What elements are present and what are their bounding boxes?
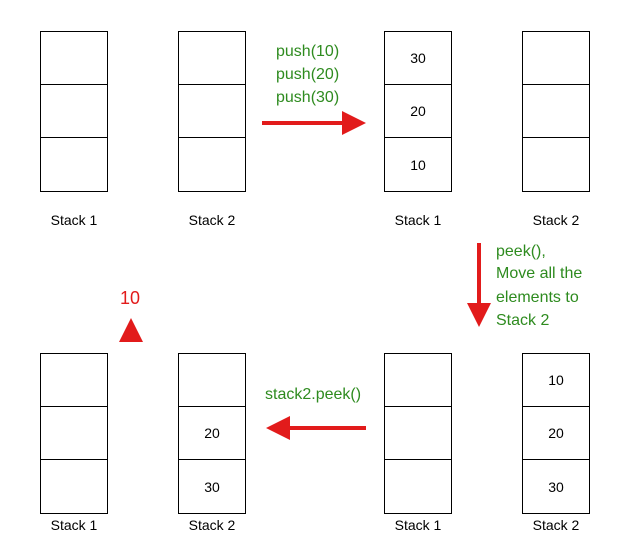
push-op: push(20) (276, 66, 340, 83)
peek-op: peek(), (496, 243, 546, 260)
stack2-label: Stack 2 (188, 212, 236, 228)
push-op: push(30) (276, 89, 340, 106)
bottom-right-stack2: 10 20 30 (522, 353, 590, 514)
stack-cell (41, 407, 107, 460)
stack-cell (523, 138, 589, 191)
bottom-left-stack2: 20 30 (178, 353, 246, 514)
stack-cell: 20 (179, 407, 245, 460)
stack-cell: 20 (385, 85, 451, 138)
stack-cell (523, 85, 589, 138)
stack-cell (41, 354, 107, 407)
stack-cell (179, 85, 245, 138)
stack1-label: Stack 1 (50, 517, 98, 533)
stack-cell (385, 354, 451, 407)
stack2-peek-op: stack2.peek() (265, 386, 362, 403)
peek-result: 10 (120, 288, 141, 308)
top-left-stack1 (40, 31, 108, 192)
stack-cell (385, 407, 451, 460)
peek-op: Stack 2 (496, 312, 550, 329)
stack-cell (41, 32, 107, 85)
push-op: push(10) (276, 43, 340, 60)
stack2-label: Stack 2 (532, 212, 580, 228)
stack-cell: 10 (523, 354, 589, 407)
stack-cell: 20 (523, 407, 589, 460)
stack1-label: Stack 1 (50, 212, 98, 228)
stack-cell (523, 32, 589, 85)
stack-cell (385, 460, 451, 513)
stack2-label: Stack 2 (532, 517, 580, 533)
stack1-label: Stack 1 (394, 517, 442, 533)
stack-cell (179, 138, 245, 191)
stack-cell: 10 (410, 156, 426, 173)
stack-cell (41, 85, 107, 138)
top-right-stack2 (522, 31, 590, 192)
top-left-stack2 (178, 31, 246, 192)
stack2-label: Stack 2 (188, 517, 236, 533)
stack-cell (179, 354, 245, 407)
stack-cell (179, 32, 245, 85)
stack-cell: 30 (385, 32, 451, 85)
peek-op: elements to (496, 289, 579, 306)
top-right-stack1: 30 20 10 (384, 31, 452, 192)
stack1-label: Stack 1 (394, 212, 442, 228)
stack-cell: 30 (548, 478, 564, 495)
stack-cell: 30 (204, 478, 220, 495)
stack-cell (41, 138, 107, 191)
stack-cell (41, 460, 107, 513)
bottom-left-stack1 (40, 353, 108, 514)
peek-op: Move all the (496, 265, 583, 282)
bottom-right-stack1 (384, 353, 452, 514)
